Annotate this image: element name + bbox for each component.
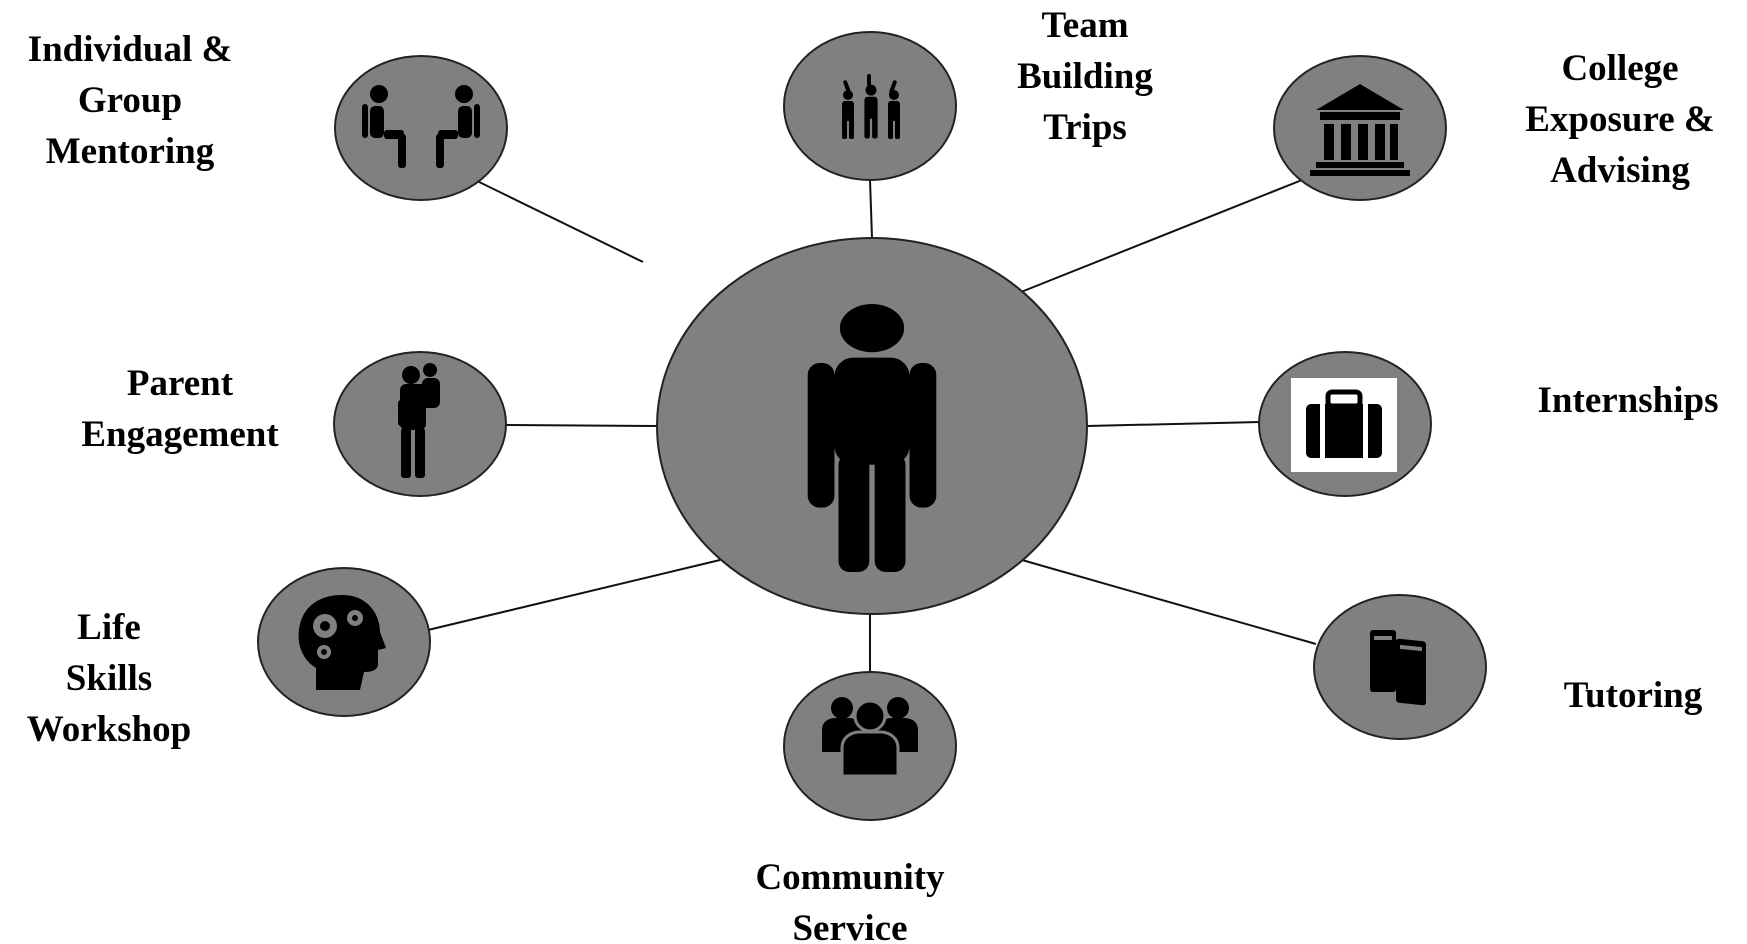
label-team-building-line-1: Team	[1041, 5, 1129, 46]
edge-life-skills	[427, 559, 721, 631]
label-internships-line-1: Internships	[1537, 380, 1719, 421]
label-internships: Internships	[1510, 375, 1746, 426]
books-icon	[1370, 630, 1426, 706]
node-mentoring	[334, 55, 508, 201]
head-gears-icon	[298, 595, 386, 690]
label-college: College Exposure & Advising	[1495, 43, 1745, 196]
label-community-line-1: Community	[755, 857, 945, 898]
label-mentoring: Individual & Group Mentoring	[0, 24, 260, 177]
label-mentoring-line-3: Mentoring	[45, 131, 215, 172]
node-tutoring	[1313, 594, 1487, 740]
label-life-skills-line-3: Workshop	[26, 709, 192, 750]
edge-team-building	[869, 179, 873, 239]
node-parent	[333, 351, 507, 497]
label-parent: Parent Engagement	[40, 358, 320, 460]
edge-tutoring	[1021, 559, 1317, 645]
edge-parent	[504, 424, 658, 427]
label-parent-line-1: Parent	[126, 363, 234, 404]
label-life-skills-line-1: Life	[77, 607, 141, 648]
label-team-building-line-3: Trips	[1043, 107, 1127, 148]
node-team-building	[783, 31, 957, 181]
team-icon	[842, 74, 900, 139]
college-building-icon	[1310, 84, 1410, 176]
label-college-line-2: Exposure &	[1525, 99, 1715, 140]
label-college-line-1: College	[1561, 48, 1679, 89]
label-community: Community Service	[720, 852, 980, 944]
label-community-line-2: Service	[792, 908, 908, 944]
parent-child-icon	[398, 363, 440, 478]
label-life-skills: Life Skills Workshop	[0, 602, 218, 755]
label-tutoring-line-1: Tutoring	[1563, 675, 1703, 716]
label-tutoring: Tutoring	[1520, 670, 1746, 721]
label-life-skills-line-2: Skills	[65, 658, 153, 699]
node-internships	[1258, 351, 1432, 497]
edge-college	[1020, 179, 1303, 293]
label-mentoring-line-1: Individual &	[27, 29, 233, 70]
mentoring-chairs-icon	[362, 85, 480, 168]
label-mentoring-line-2: Group	[77, 80, 183, 121]
group-of-people-icon	[822, 697, 918, 778]
label-team-building-line-2: Building	[1017, 56, 1153, 97]
node-community	[783, 671, 957, 821]
edge-internships	[1086, 421, 1261, 427]
briefcase-icon	[1306, 389, 1382, 458]
node-college	[1273, 55, 1447, 201]
node-life-skills	[257, 567, 431, 717]
label-parent-line-2: Engagement	[81, 414, 279, 455]
center-node	[656, 237, 1088, 615]
label-team-building: Team Building Trips	[970, 0, 1200, 153]
label-college-line-3: Advising	[1550, 150, 1690, 191]
